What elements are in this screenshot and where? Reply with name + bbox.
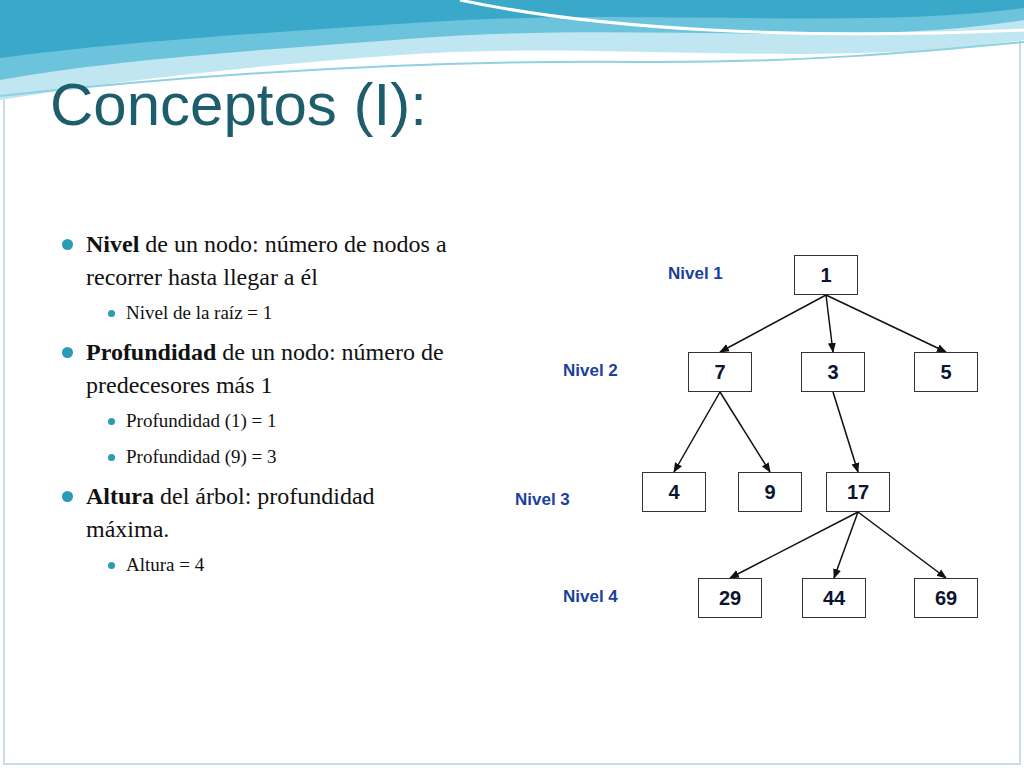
- sub-bullet-dot: [108, 562, 115, 569]
- tree-edge-arrow: [826, 295, 946, 352]
- node-value: 3: [827, 361, 838, 384]
- bullet-item: Nivelde un nodo: número de nodos a recor…: [86, 228, 458, 294]
- tree-node-box: 9: [738, 472, 802, 512]
- sub-bullet-text: Profundidad (9) = 3: [126, 446, 277, 467]
- tree-node-box: 69: [914, 578, 978, 618]
- wave-stripe: [460, 0, 1024, 34]
- bullet-dot: [62, 491, 73, 502]
- tree-node-box: 44: [802, 578, 866, 618]
- node-value: 5: [940, 361, 951, 384]
- tree-node-box: 3: [801, 352, 865, 392]
- tree-edge-arrow: [730, 512, 858, 578]
- term-bold: Altura: [86, 483, 154, 509]
- level-label: Nivel 2: [563, 361, 618, 381]
- tree-edge-arrow: [720, 295, 826, 352]
- tree-edge-arrow: [833, 392, 858, 472]
- tree-node-box: 17: [826, 472, 890, 512]
- node-value: 4: [668, 481, 679, 504]
- tree-edge-arrow: [720, 392, 770, 472]
- bullet-dot: [62, 239, 73, 250]
- tree-edge-arrow: [858, 512, 946, 578]
- tree-edge-arrow: [826, 295, 833, 352]
- slide-title: Conceptos (I):: [50, 70, 427, 139]
- node-value: 1: [820, 264, 831, 287]
- sub-bullet-dot: [108, 454, 115, 461]
- tree-node-box: 7: [688, 352, 752, 392]
- sub-bullet-text: Profundidad (1) = 1: [126, 410, 277, 431]
- term-definition: de un nodo: número de nodos a recorrer h…: [86, 231, 447, 290]
- bullet-list: Nivelde un nodo: número de nodos a recor…: [86, 228, 458, 588]
- tree-edge-arrow: [834, 512, 858, 578]
- tree-node-box: 29: [698, 578, 762, 618]
- sub-bullet-text: Nivel de la raíz = 1: [126, 302, 272, 323]
- node-value: 29: [719, 587, 741, 610]
- node-value: 9: [764, 481, 775, 504]
- level-label: Nivel 3: [515, 490, 570, 510]
- tree-node-box: 1: [794, 255, 858, 295]
- sub-bullet-dot: [108, 310, 115, 317]
- tree-edge-arrow: [674, 392, 720, 472]
- wave-front: [0, 0, 1024, 58]
- term-bold: Profundidad: [86, 339, 216, 365]
- bullet-item: Alturadel árbol: profundidad máxima.: [86, 480, 458, 546]
- level-label: Nivel 1: [668, 264, 723, 284]
- node-value: 69: [935, 587, 957, 610]
- tree-node-box: 5: [914, 352, 978, 392]
- tree-node-box: 4: [642, 472, 706, 512]
- sub-bullet-text: Altura = 4: [126, 554, 204, 575]
- bullet-dot: [62, 347, 73, 358]
- node-value: 17: [847, 481, 869, 504]
- sub-bullet-item: Nivel de la raíz = 1: [126, 300, 458, 326]
- term-bold: Nivel: [86, 231, 139, 257]
- node-value: 7: [714, 361, 725, 384]
- sub-bullet-item: Altura = 4: [126, 552, 458, 578]
- sub-bullet-item: Profundidad (1) = 1: [126, 408, 458, 434]
- level-label: Nivel 4: [563, 587, 618, 607]
- bullet-item: Profundidadde un nodo: número de predece…: [86, 336, 458, 402]
- wave-mid: [0, 0, 1024, 80]
- sub-bullet-item: Profundidad (9) = 3: [126, 444, 458, 470]
- slide-frame: [4, 4, 1020, 764]
- sub-bullet-dot: [108, 418, 115, 425]
- node-value: 44: [823, 587, 845, 610]
